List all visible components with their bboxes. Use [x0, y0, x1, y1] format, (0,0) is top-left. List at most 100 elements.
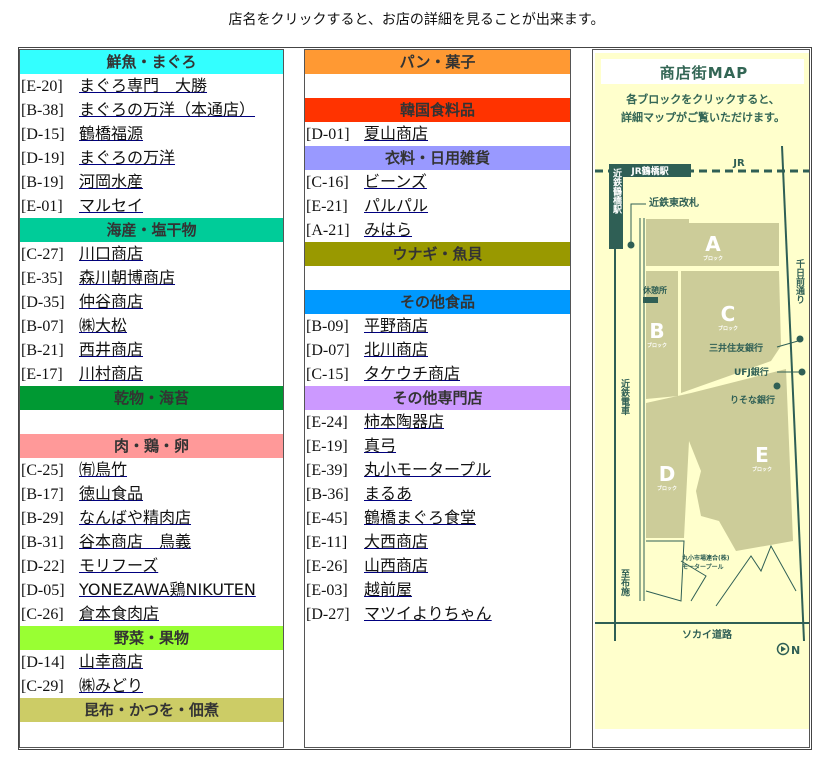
- shop-code: [D-35]: [21, 294, 65, 311]
- shop-list-item: [E-17]川村商店: [20, 362, 283, 386]
- sennichimae-label: 千日前通り: [794, 258, 805, 304]
- market-label-1: 丸小市場連合(株): [681, 554, 730, 562]
- shop-link[interactable]: 河岡水産: [79, 172, 144, 191]
- shop-link[interactable]: まぐろの万洋: [79, 148, 176, 167]
- shop-link[interactable]: まるあ: [364, 484, 413, 503]
- block-d-e[interactable]: [646, 369, 793, 551]
- shop-list-item: [D-01] 夏山商店: [305, 122, 570, 146]
- shop-code: [E-01]: [21, 198, 63, 215]
- shop-link[interactable]: ビーンズ: [364, 172, 427, 191]
- shop-link[interactable]: マツイよりちゃん: [364, 604, 492, 623]
- shop-list-item: [C-15]タケウチ商店: [305, 362, 570, 386]
- shop-link[interactable]: まぐろ専門 大勝: [79, 76, 208, 95]
- category-header: 乾物・海苔: [20, 386, 283, 410]
- svg-text:ブロック: ブロック: [752, 466, 772, 473]
- svg-text:ブロック: ブロック: [718, 325, 738, 332]
- shop-list-item: [B-17]徳山食品: [20, 482, 283, 506]
- to-fuse-label: 至布施: [619, 569, 631, 597]
- shopping-street-map[interactable]: 商店街MAP 各ブロックをクリックすると、 詳細マップがご覧いただけます。 JR…: [595, 53, 809, 729]
- block-c-label: C: [721, 302, 736, 326]
- shop-link[interactable]: 鶴橋まぐろ食堂: [364, 508, 477, 527]
- shop-list-item: [B-09]平野商店: [305, 314, 570, 338]
- shop-code: [C-29]: [21, 678, 64, 695]
- shop-list-item: [C-25] ㈲鳥竹: [20, 458, 283, 482]
- shop-link[interactable]: 倉本食肉店: [79, 604, 160, 623]
- svg-text:ブロック: ブロック: [657, 485, 677, 492]
- shop-link[interactable]: 大西商店: [364, 532, 429, 551]
- resona-label: りそな銀行: [730, 394, 775, 406]
- shop-list-item: [B-38] まぐろの万洋（本通店）: [20, 98, 283, 122]
- shop-code: [C-16]: [306, 174, 349, 191]
- shop-code: [D-27]: [306, 606, 350, 623]
- shop-link[interactable]: YONEZAWA鶏NIKUTEN: [79, 580, 256, 599]
- map-title-box: [601, 59, 804, 84]
- shop-code: [C-25]: [21, 462, 64, 479]
- shop-link[interactable]: 丸小モータープル: [364, 460, 492, 479]
- smbc-label: 三井住友銀行: [709, 342, 763, 354]
- shop-link[interactable]: ㈱大松: [79, 316, 128, 335]
- shop-link[interactable]: なんばや精肉店: [79, 508, 192, 527]
- shop-link[interactable]: まぐろの万洋（本通店）: [79, 100, 256, 119]
- sennichimae-road: [781, 145, 805, 642]
- shop-link[interactable]: 川口商店: [79, 244, 144, 263]
- category-header: 海産・塩干物: [20, 218, 283, 242]
- block-c[interactable]: [681, 271, 781, 393]
- shop-link[interactable]: 越前屋: [364, 580, 413, 599]
- shop-code: [D-15]: [21, 126, 65, 143]
- shop-link[interactable]: 谷本商店 鳥義: [79, 532, 192, 551]
- shop-code: [B-38]: [21, 102, 64, 119]
- shop-code: [E-11]: [306, 534, 348, 551]
- shop-link[interactable]: 川村商店: [79, 364, 144, 383]
- shop-list-item: [E-21]パルパル: [305, 194, 570, 218]
- shop-link[interactable]: パルパル: [364, 196, 429, 215]
- shop-link[interactable]: 西井商店: [79, 340, 144, 359]
- block-a[interactable]: [646, 219, 779, 266]
- kintetsu-station-label: 近鉄鶴橋駅: [611, 167, 622, 214]
- shop-link[interactable]: 北川商店: [364, 340, 429, 359]
- shop-list-item: [C-27]川口商店: [20, 242, 283, 266]
- shop-link[interactable]: 鶴橋福源: [79, 124, 144, 143]
- shop-list-item: [B-31]谷本商店 鳥義: [20, 530, 283, 554]
- north-arrow-icon: [776, 642, 790, 656]
- shop-link[interactable]: ㈱みどり: [79, 676, 144, 695]
- category-header: パン・菓子: [305, 50, 570, 74]
- shop-link[interactable]: 夏山商店: [364, 124, 429, 143]
- shop-list-item: [E-24]柿本陶器店: [305, 410, 570, 434]
- shop-link[interactable]: 真弓: [364, 436, 397, 455]
- shop-link[interactable]: マルセイ: [79, 196, 144, 215]
- shop-link[interactable]: ㈲鳥竹: [79, 460, 128, 479]
- shop-link[interactable]: モリフーズ: [79, 556, 159, 575]
- shop-code: [D-01]: [306, 126, 350, 143]
- shop-link[interactable]: 森川朝博商店: [79, 268, 176, 287]
- category-header: 衣料・日用雑貨: [305, 146, 570, 170]
- svg-text:ブロック: ブロック: [647, 342, 667, 349]
- shop-link[interactable]: 仲谷商店: [79, 292, 144, 311]
- shop-code: [E-35]: [21, 270, 63, 287]
- shop-list-item: [E-39]丸小モータープル: [305, 458, 570, 482]
- shop-list-item: [E-03]越前屋: [305, 578, 570, 602]
- jr-station-label: JR鶴橋駅: [630, 165, 669, 177]
- empty-row: [305, 266, 570, 290]
- shop-list-item: [A-21]みはら: [305, 218, 570, 242]
- shop-link[interactable]: 山幸商店: [79, 652, 144, 671]
- shop-link[interactable]: 徳山食品: [79, 484, 144, 503]
- shop-list-item: [B-07]㈱大松: [20, 314, 283, 338]
- shop-list-item: [C-16] ビーンズ: [305, 170, 570, 194]
- shop-link[interactable]: みはら: [364, 220, 413, 239]
- shop-link[interactable]: 柿本陶器店: [364, 412, 445, 431]
- block-e-label: E: [755, 443, 769, 467]
- map-title: 商店街MAP: [660, 64, 749, 82]
- shop-code: [E-45]: [306, 510, 348, 527]
- kintetsu-train-label: 近鉄電車: [619, 378, 630, 416]
- shop-list-item: [E-45] 鶴橋まぐろ食堂: [305, 506, 570, 530]
- shop-list-item: [B-36] まるあ: [305, 482, 570, 506]
- map-instruction-2: 詳細マップがご覧いただけます。: [621, 110, 785, 124]
- shop-link[interactable]: タケウチ商店: [364, 364, 461, 383]
- ufj-label: UFJ銀行: [734, 366, 769, 378]
- shop-list-item: [E-01] マルセイ: [20, 194, 283, 218]
- shop-link[interactable]: 平野商店: [364, 316, 429, 335]
- shop-link[interactable]: 山西商店: [364, 556, 429, 575]
- category-header: 野菜・果物: [20, 626, 283, 650]
- category-header: ウナギ・魚貝: [305, 242, 570, 266]
- shop-code: [B-36]: [306, 486, 349, 503]
